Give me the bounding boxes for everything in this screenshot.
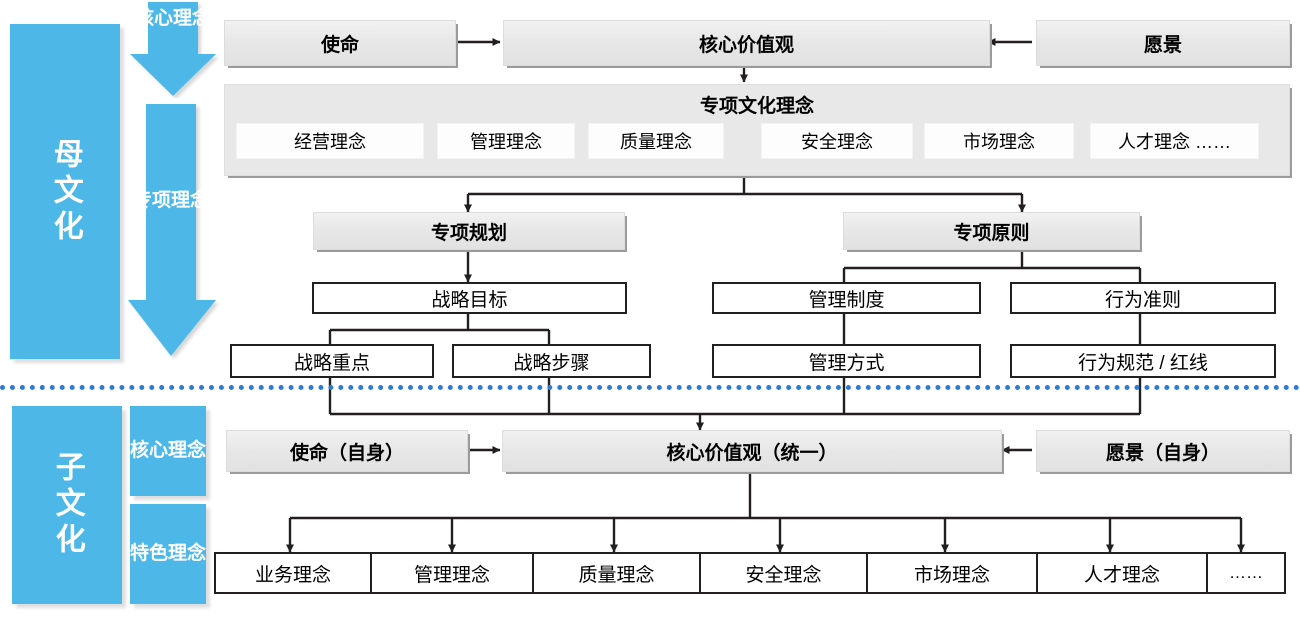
concept-chip-label: 经营理念: [294, 132, 366, 152]
concept-chip-label: 管理理念: [470, 132, 542, 152]
sub-vision-box[interactable]: 愿景（自身）: [1036, 430, 1290, 472]
sub-concept-label: 人才理念: [1083, 564, 1160, 586]
parent-vision-box[interactable]: 愿景: [1036, 20, 1290, 66]
sub-culture-band: 子文化: [12, 406, 122, 604]
sub-concept-label: ……: [1229, 563, 1263, 582]
sub-concept-label: 管理理念: [413, 564, 490, 586]
sub-concept-box-management[interactable]: 管理理念: [370, 552, 534, 594]
concept-chip-label: 人才理念 ……: [1117, 132, 1231, 152]
sub-mission-label: 使命（自身）: [289, 442, 404, 464]
sub-vision-label: 愿景（自身）: [1105, 442, 1220, 464]
concept-chip-safety[interactable]: 安全理念: [761, 123, 913, 159]
core-concept-arrow: 核心理念: [130, 2, 220, 98]
sub-concept-box-quality[interactable]: 质量理念: [532, 552, 701, 594]
sub-concept-box-safety[interactable]: 安全理念: [699, 552, 868, 594]
sub-core-values-box[interactable]: 核心价值观（统一）: [502, 430, 1002, 472]
behavior-guideline-box[interactable]: 行为准则: [1010, 282, 1276, 314]
sub-culture-band-label: 子文化: [50, 451, 84, 559]
sub-concept-box-business[interactable]: 业务理念: [214, 552, 372, 594]
parent-culture-band-label: 母文化: [48, 137, 82, 246]
sub-concept-label: 业务理念: [254, 564, 331, 586]
sub-concept-label: 质量理念: [578, 564, 655, 586]
sub-feature-concept-tag: 特色理念: [130, 504, 206, 604]
sub-concept-box-market[interactable]: 市场理念: [866, 552, 1038, 594]
sub-core-concept-tag-label: 核心理念: [130, 439, 207, 461]
concept-chip-label: 安全理念: [801, 132, 873, 152]
sub-concept-label: 市场理念: [913, 564, 990, 586]
special-culture-panel-title: 专项文化理念: [699, 96, 814, 117]
sub-mission-box[interactable]: 使命（自身）: [226, 430, 468, 472]
sub-concept-box-talent[interactable]: 人才理念: [1036, 552, 1208, 594]
special-principle-label: 专项原则: [953, 222, 1030, 244]
strategy-focus-label: 战略重点: [293, 352, 370, 374]
parent-core-values-label: 核心价值观: [698, 34, 794, 56]
behavior-norm-label: 行为规范 / 红线: [1078, 352, 1208, 374]
sub-core-values-label: 核心价值观（统一）: [666, 442, 838, 464]
concept-chip-business[interactable]: 经营理念: [236, 123, 424, 159]
parent-vision-label: 愿景: [1143, 34, 1182, 56]
strategy-focus-box[interactable]: 战略重点: [230, 344, 434, 378]
concept-chip-label: 市场理念: [963, 132, 1035, 152]
sub-core-concept-tag: 核心理念: [130, 406, 206, 496]
strategy-steps-label: 战略步骤: [513, 352, 590, 374]
special-plan-box[interactable]: 专项规划: [313, 212, 625, 250]
concept-chip-label: 质量理念: [620, 132, 692, 152]
special-principle-box[interactable]: 专项原则: [843, 212, 1140, 250]
management-method-box[interactable]: 管理方式: [712, 344, 981, 378]
parent-mission-box[interactable]: 使命: [224, 20, 456, 66]
strategy-goal-label: 战略目标: [431, 289, 508, 311]
section-divider: [0, 385, 1300, 390]
parent-core-values-box[interactable]: 核心价值观: [503, 20, 990, 66]
sub-concept-label: 安全理念: [745, 564, 822, 586]
special-concept-arrow: 专项理念: [128, 104, 220, 360]
strategy-steps-box[interactable]: 战略步骤: [452, 344, 651, 378]
management-system-box[interactable]: 管理制度: [712, 282, 981, 314]
behavior-norm-box[interactable]: 行为规范 / 红线: [1010, 344, 1276, 378]
sub-concept-box-more[interactable]: ……: [1206, 552, 1286, 594]
concept-chip-talent[interactable]: 人才理念 ……: [1090, 123, 1259, 159]
concept-chip-quality[interactable]: 质量理念: [588, 123, 724, 159]
strategy-goal-box[interactable]: 战略目标: [312, 282, 627, 314]
management-method-label: 管理方式: [808, 352, 885, 374]
parent-mission-label: 使命: [320, 34, 359, 56]
concept-chip-management[interactable]: 管理理念: [437, 123, 575, 159]
concept-chip-market[interactable]: 市场理念: [924, 123, 1074, 159]
parent-culture-band: 母文化: [10, 24, 120, 359]
special-plan-label: 专项规划: [430, 222, 507, 244]
management-system-label: 管理制度: [808, 289, 885, 311]
behavior-guideline-label: 行为准则: [1104, 289, 1181, 311]
sub-feature-concept-tag-label: 特色理念: [130, 542, 207, 564]
